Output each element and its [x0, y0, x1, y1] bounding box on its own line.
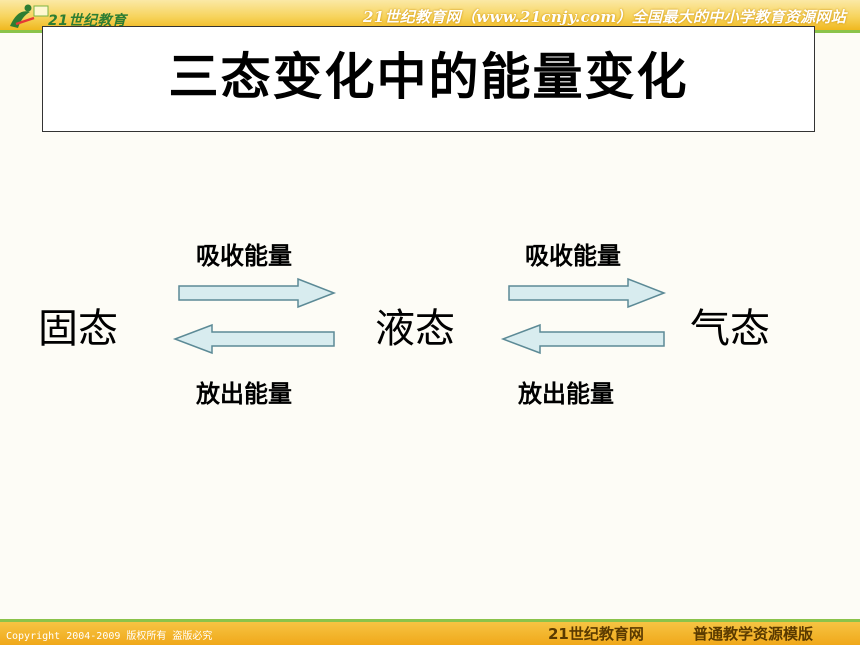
footer-template: 普通教学资源模版 [693, 625, 814, 643]
arrow-right-2 [508, 277, 667, 309]
site-logo-icon [10, 4, 49, 28]
footer-bar [0, 622, 860, 645]
state-solid: 固态 [38, 306, 118, 352]
site-slogan[interactable]: 21世纪教育网（www.21cnjy.com）全国最大的中小学教育资源网站 [363, 8, 846, 26]
footer-brand: 21世纪教育网 [548, 625, 644, 643]
header-bar [0, 0, 860, 30]
state-gas: 气态 [690, 306, 770, 352]
label-absorb-2: 吸收能量 [525, 242, 621, 270]
footer-stripe [0, 619, 860, 622]
arrow-left-1 [172, 323, 335, 355]
label-release-1: 放出能量 [196, 380, 292, 408]
label-absorb-1: 吸收能量 [196, 242, 292, 270]
arrow-left-2 [500, 323, 665, 355]
arrow-right-1 [178, 277, 337, 309]
page-title: 三态变化中的能量变化 [168, 48, 689, 106]
copyright-text: Copyright 2004-2009 版权所有 盗版必究 [6, 631, 213, 642]
state-liquid: 液态 [375, 306, 455, 352]
logo-text: 21世纪教育 [48, 13, 127, 29]
title-box: 三态变化中的能量变化 [42, 26, 815, 132]
label-release-2: 放出能量 [518, 380, 614, 408]
